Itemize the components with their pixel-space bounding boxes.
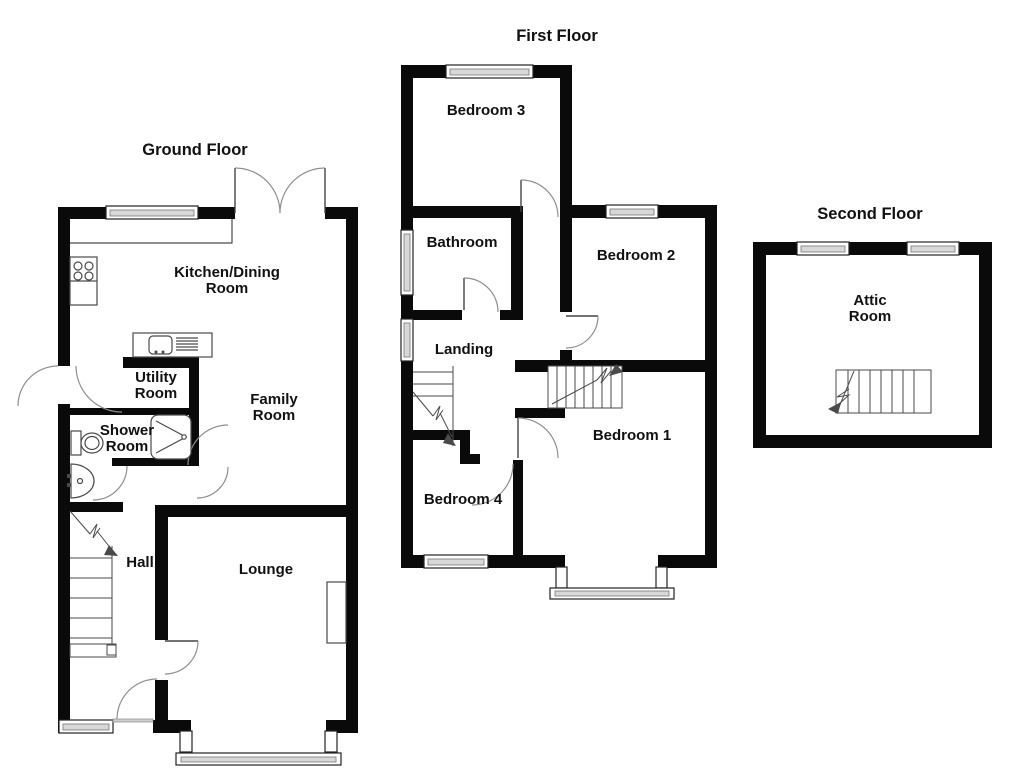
family-label-2: Room <box>253 407 296 424</box>
bedroom4-window <box>423 554 489 569</box>
attic-window-right <box>906 241 960 256</box>
attic-label: Attic <box>853 292 886 309</box>
hall-family-door <box>187 424 229 499</box>
shower-tray-icon <box>150 414 192 460</box>
bedroom2-door <box>565 315 599 349</box>
utility-label-2: Room <box>135 385 178 402</box>
hob-icon <box>73 261 94 281</box>
utility-label: Utility <box>135 369 177 386</box>
front-door <box>112 678 158 723</box>
second-floor-plan: Second Floor Attic Room <box>753 205 992 448</box>
ground-floor-plan: Ground Floor <box>17 141 358 766</box>
shower-label: Shower <box>100 422 154 439</box>
ground-floor-walls <box>58 207 358 733</box>
second-floor-walls <box>753 242 992 448</box>
shower-label-2: Room <box>106 438 149 455</box>
second-floor-room-labels: Attic Room <box>849 292 892 325</box>
lounge-bay-window <box>175 730 342 766</box>
hall-label: Hall <box>126 554 154 571</box>
ground-floor-title: Ground Floor <box>142 141 248 159</box>
bedroom3-window <box>445 64 534 79</box>
ground-floor-room-labels: Kitchen/Dining Room Utility Room Shower … <box>100 264 299 578</box>
attic-staircase <box>828 369 932 414</box>
first-floor-room-labels: Bedroom 3 Bathroom Bedroom 2 Landing Bed… <box>424 102 675 508</box>
bedroom4-label: Bedroom 4 <box>424 491 503 508</box>
bathroom-window <box>400 229 414 296</box>
sink-icon <box>132 332 213 358</box>
attic-staircase-first-floor <box>547 364 623 409</box>
side-door <box>17 365 123 413</box>
landing-window <box>400 318 414 362</box>
bedroom1-bay-window <box>549 566 675 600</box>
basin-icon <box>67 463 95 499</box>
landing-label: Landing <box>435 341 493 358</box>
bedroom2-window <box>605 204 659 219</box>
bathroom-label: Bathroom <box>427 234 498 251</box>
bedroom3-label: Bedroom 3 <box>447 102 525 119</box>
first-floor-plan: First Floor <box>400 27 717 600</box>
hall-window <box>58 719 114 734</box>
kitchen-label: Kitchen/Dining <box>174 264 280 281</box>
bedroom4-door <box>471 463 514 506</box>
second-floor-title: Second Floor <box>817 205 923 223</box>
shower-room-door <box>92 465 128 501</box>
fireplace <box>326 581 347 644</box>
bedroom1-label: Bedroom 1 <box>593 427 671 444</box>
kitchen-window <box>105 205 199 220</box>
bedroom3-door <box>520 179 559 218</box>
bedroom2-label: Bedroom 2 <box>597 247 675 264</box>
attic-window-left <box>796 241 850 256</box>
toilet-icon <box>70 430 104 456</box>
hall-staircase <box>69 510 118 658</box>
kitchen-label-2: Room <box>206 280 249 297</box>
lounge-label: Lounge <box>239 561 293 578</box>
bathroom-door <box>463 277 499 313</box>
attic-label-2: Room <box>849 308 892 325</box>
family-label: Family <box>250 391 298 408</box>
lounge-door <box>164 640 199 675</box>
patio-double-door <box>234 167 326 214</box>
landing-staircase <box>412 366 456 446</box>
bedroom1-door <box>517 417 559 459</box>
first-floor-title: First Floor <box>516 27 598 45</box>
